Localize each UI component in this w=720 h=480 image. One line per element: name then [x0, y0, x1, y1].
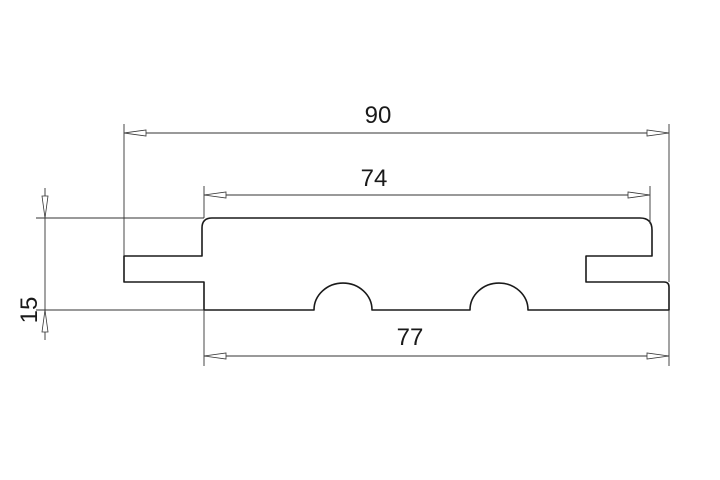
board-profile	[123, 217, 670, 311]
arrow-right-icon	[627, 191, 651, 199]
arrow-left-icon	[203, 352, 227, 360]
arrow-down-icon	[41, 195, 49, 219]
dimension-77: 77	[203, 324, 670, 360]
arrow-right-icon	[646, 352, 670, 360]
arrow-left-icon	[203, 191, 227, 199]
dimension-77-label: 77	[397, 324, 424, 351]
arrow-up-icon	[41, 309, 49, 333]
dimension-74-label: 74	[361, 165, 388, 192]
arrow-left-icon	[123, 129, 147, 137]
arrow-right-icon	[646, 129, 670, 137]
dimension-74: 74	[203, 165, 651, 199]
dimension-15: 15	[16, 188, 49, 340]
dimension-90-label: 90	[365, 102, 392, 129]
dimension-90: 90	[123, 102, 670, 137]
dimension-15-label: 15	[16, 297, 43, 324]
